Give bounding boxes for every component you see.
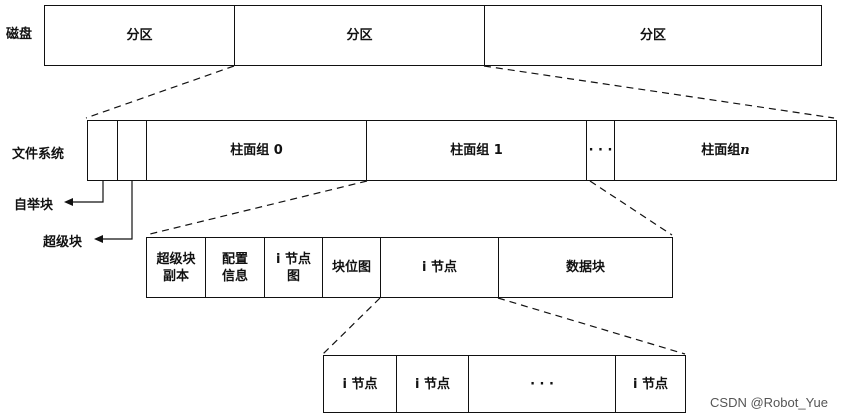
filesystem-row: 柱面组 0 柱面组 1 · · · 柱面组 n bbox=[87, 120, 837, 181]
disk-label: 磁盘 bbox=[6, 27, 33, 42]
filesystem-label: 文件系统 bbox=[12, 147, 65, 162]
boot-block-label: 自举块 bbox=[14, 198, 54, 213]
partition-cell: 分区 bbox=[639, 28, 666, 43]
boot-block-cell bbox=[88, 121, 118, 180]
config-info-cell: 配置 信息 bbox=[206, 238, 265, 297]
dashed-connector-left bbox=[322, 297, 381, 355]
cylinder-group-n: 柱面组 n bbox=[701, 143, 750, 158]
dashed-connector-left bbox=[85, 65, 235, 119]
super-block-cell bbox=[118, 121, 147, 180]
cylinder-group-ellipsis: · · · bbox=[587, 121, 615, 180]
cylinder-group-detail-row: 超级块 副本 配置 信息 i 节点 图 块位图 i 节点 数据块 bbox=[146, 237, 673, 298]
inode-entry-cell: i 节点 bbox=[633, 376, 668, 392]
dashed-connector-right bbox=[483, 65, 835, 119]
data-block-cell: 数据块 bbox=[565, 260, 605, 275]
partition-cell: 分区 bbox=[45, 6, 235, 65]
partition-cell: 分区 bbox=[235, 6, 485, 65]
cylinder-group-0: 柱面组 0 bbox=[147, 121, 367, 180]
dashed-connector-right bbox=[589, 180, 673, 236]
inode-entry-cell: i 节点 bbox=[324, 356, 397, 412]
arrowhead-icon bbox=[64, 198, 73, 206]
inode-section-cell: i 节点 bbox=[381, 238, 499, 297]
dashed-connector-left bbox=[145, 180, 368, 236]
inode-map-cell: i 节点 图 bbox=[265, 238, 323, 297]
inode-ellipsis-cell: · · · bbox=[469, 356, 616, 412]
disk-row: 分区 分区 分区 bbox=[44, 5, 822, 66]
inode-table-row: i 节点 i 节点 · · · i 节点 bbox=[323, 355, 686, 413]
super-block-label: 超级块 bbox=[43, 235, 83, 250]
inode-entry-cell: i 节点 bbox=[397, 356, 469, 412]
super-block-copy-cell: 超级块 副本 bbox=[147, 238, 206, 297]
cylinder-group-1: 柱面组 1 bbox=[367, 121, 587, 180]
dashed-connector-right bbox=[497, 297, 686, 355]
block-bitmap-cell: 块位图 bbox=[323, 238, 381, 297]
arrowhead-icon bbox=[94, 235, 103, 243]
watermark-text: CSDN @Robot_Yue bbox=[710, 395, 828, 410]
